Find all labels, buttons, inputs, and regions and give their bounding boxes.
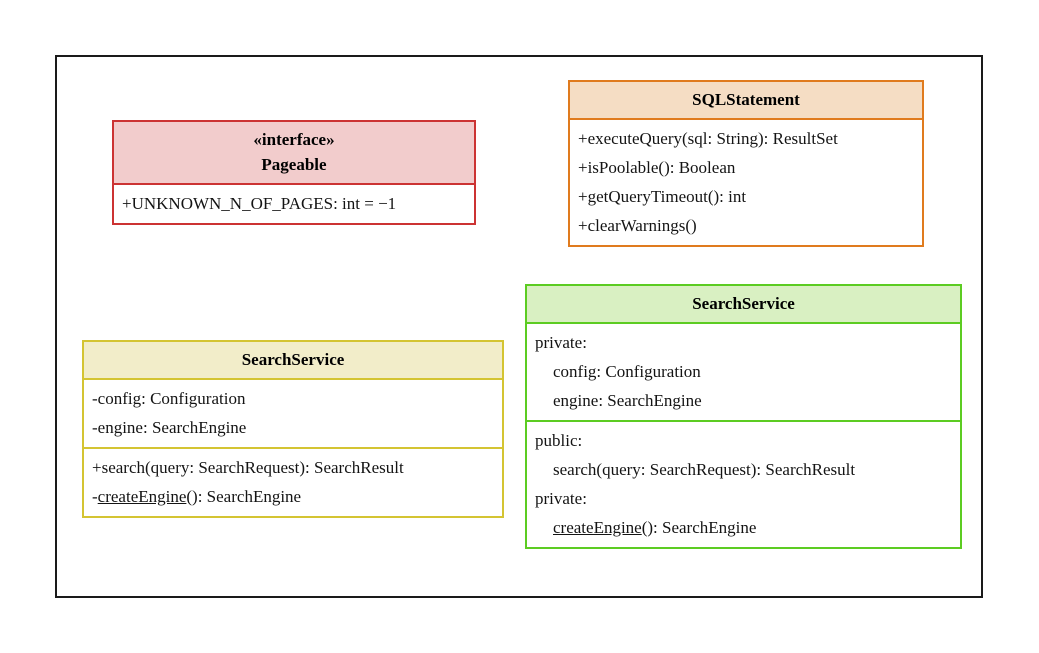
attributes-compartment: -config: Configuration -engine: SearchEn… — [84, 380, 502, 447]
class-stereotype: «interface» — [253, 130, 335, 149]
class-box-searchservice-cpp[interactable]: SearchService private: config: Configura… — [525, 284, 962, 549]
operation-row: +clearWarnings() — [578, 216, 697, 235]
class-header-searchservice-cpp: SearchService — [527, 286, 960, 324]
class-name: Pageable — [261, 155, 327, 174]
class-name: SQLStatement — [692, 90, 800, 109]
class-box-pageable[interactable]: «interface» Pageable +UNKNOWN_N_OF_PAGES… — [112, 120, 476, 225]
operation-signature: (): SearchEngine — [641, 518, 757, 537]
operations-compartment: +search(query: SearchRequest): SearchRes… — [84, 447, 502, 516]
attributes-compartment: +UNKNOWN_N_OF_PAGES: int = −1 — [114, 185, 474, 223]
operations-compartment: +executeQuery(sql: String): ResultSet +i… — [570, 120, 922, 245]
attribute-row: -config: Configuration — [92, 389, 246, 408]
visibility-label-private: private: — [535, 489, 587, 508]
operation-static-name: createEngine — [553, 518, 642, 537]
visibility-label-public: public: — [535, 431, 583, 450]
attribute-row: -engine: SearchEngine — [92, 418, 247, 437]
class-box-searchservice-uml[interactable]: SearchService -config: Configuration -en… — [82, 340, 504, 518]
class-header-searchservice-uml: SearchService — [84, 342, 502, 380]
operation-static-name: createEngine — [97, 487, 187, 506]
operation-signature: (): SearchEngine — [186, 487, 302, 506]
operations-compartment: public: search(query: SearchRequest): Se… — [527, 420, 960, 547]
operation-row: +search(query: SearchRequest): SearchRes… — [84, 453, 502, 482]
operation-row: +getQueryTimeout(): int — [578, 187, 747, 206]
class-name: SearchService — [692, 294, 795, 313]
operation-text: +search(query: SearchRequest): SearchRes… — [92, 458, 404, 477]
operation-row: +executeQuery(sql: String): ResultSet — [578, 129, 838, 148]
attributes-compartment: private: config: Configuration engine: S… — [527, 324, 960, 420]
attribute-row: config: Configuration — [553, 362, 701, 381]
attribute-row: +UNKNOWN_N_OF_PAGES: int = −1 — [122, 194, 397, 213]
operation-row: search(query: SearchRequest): SearchResu… — [527, 455, 960, 484]
operation-row: +isPoolable(): Boolean — [578, 158, 736, 177]
class-header-pageable: «interface» Pageable — [114, 122, 474, 185]
operation-row-static: createEngine(): SearchEngine — [527, 513, 960, 542]
operation-row-static: -createEngine(): SearchEngine — [84, 482, 502, 511]
operation-visibility: - — [92, 487, 98, 506]
visibility-label-private: private: — [535, 333, 587, 352]
class-name: SearchService — [241, 350, 345, 369]
class-box-sqlstatement[interactable]: SQLStatement +executeQuery(sql: String):… — [568, 80, 924, 247]
attribute-row: engine: SearchEngine — [553, 391, 702, 410]
class-header-sqlstatement: SQLStatement — [570, 82, 922, 120]
diagram-frame: «interface» Pageable +UNKNOWN_N_OF_PAGES… — [55, 55, 983, 598]
operation-text: search(query: SearchRequest): SearchResu… — [553, 460, 856, 479]
